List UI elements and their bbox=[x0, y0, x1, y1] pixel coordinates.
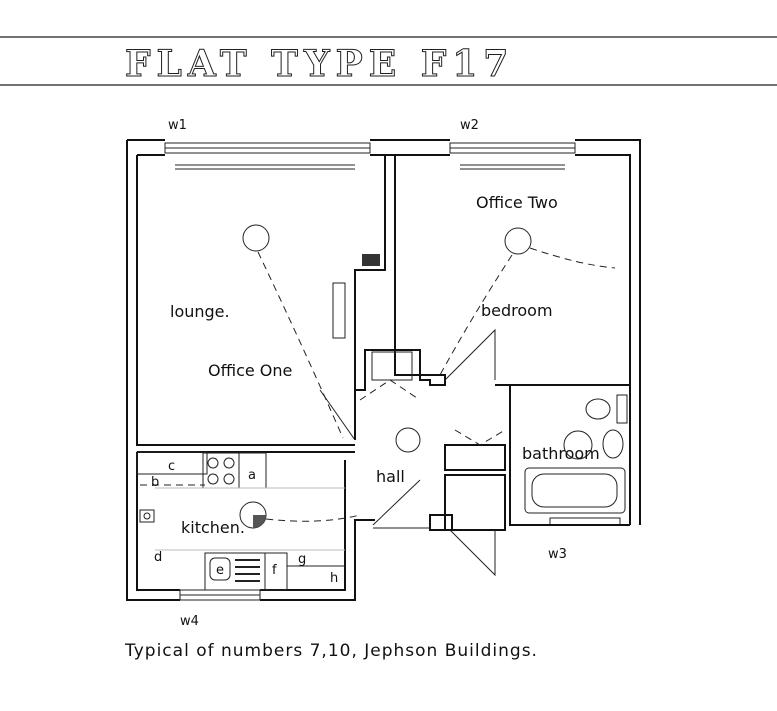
kitchen-key-a: a bbox=[248, 468, 256, 483]
kitchen-fixtures bbox=[136, 451, 345, 591]
label-hall: hall bbox=[376, 467, 405, 486]
internal-walls bbox=[332, 155, 630, 531]
label-kitchen: kitchen. bbox=[181, 518, 245, 537]
window-w3 bbox=[549, 517, 621, 526]
kitchen-key-c: c bbox=[168, 459, 175, 474]
label-office-two: Office Two bbox=[476, 193, 558, 212]
label-w2: w2 bbox=[460, 118, 479, 133]
bathroom-fixtures bbox=[524, 394, 628, 514]
window-w1 bbox=[164, 142, 371, 170]
label-lounge: lounge. bbox=[170, 302, 230, 321]
label-w4: w4 bbox=[180, 614, 199, 629]
kitchen-key-h: h bbox=[330, 571, 338, 586]
window-w2 bbox=[449, 142, 576, 170]
label-office-one: Office One bbox=[208, 361, 292, 380]
kitchen-key-f: f bbox=[272, 563, 277, 578]
light-fittings bbox=[242, 224, 616, 522]
kitchen-key-g: g bbox=[298, 552, 306, 567]
plan-title: FLAT TYPE F17 bbox=[125, 43, 514, 85]
kitchen-key-d: d bbox=[154, 550, 162, 565]
kitchen-key-b: b bbox=[151, 475, 159, 490]
plan-caption: Typical of numbers 7,10, Jephson Buildin… bbox=[124, 641, 538, 661]
kitchen-key-e: e bbox=[216, 563, 224, 578]
label-w1: w1 bbox=[168, 118, 187, 133]
label-bathroom: bathroom bbox=[522, 444, 600, 463]
label-bedroom: bedroom bbox=[481, 301, 553, 320]
label-w3: w3 bbox=[548, 547, 567, 562]
window-w4 bbox=[179, 589, 261, 601]
